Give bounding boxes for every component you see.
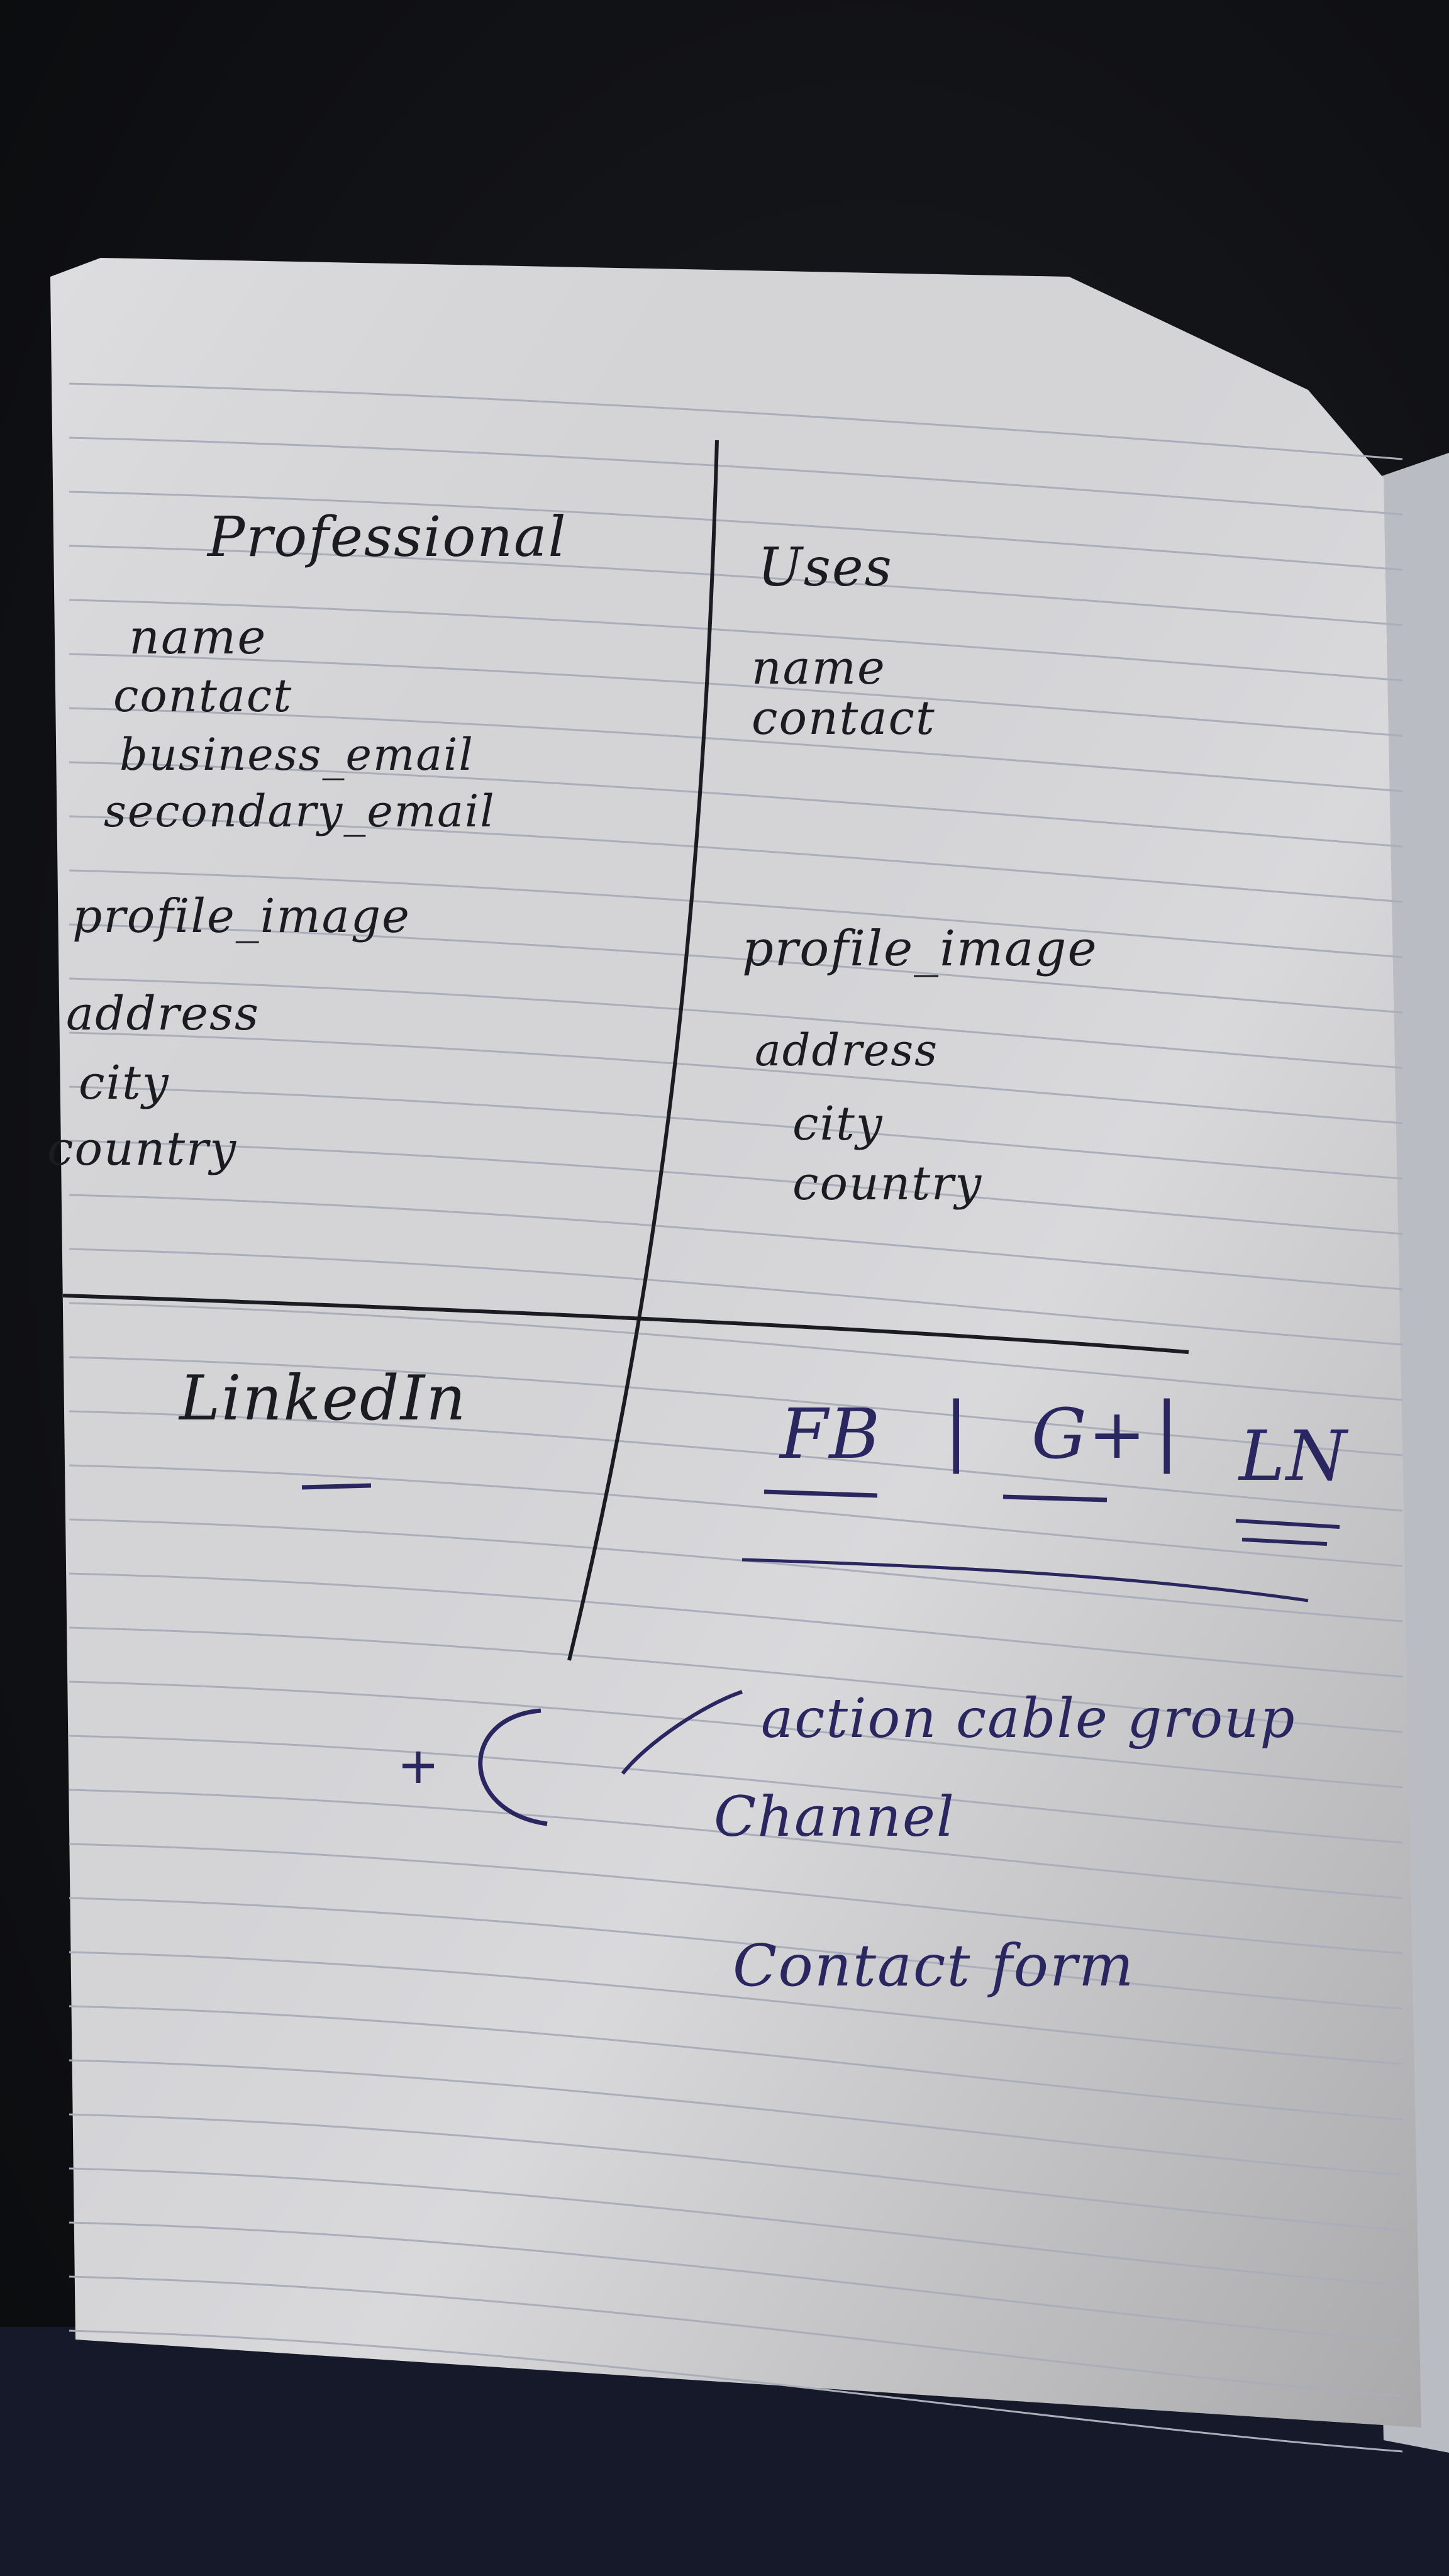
rule-line — [69, 1140, 1403, 1235]
right-platform-fb: FB — [780, 1394, 882, 1474]
rule-line — [69, 815, 1403, 903]
note-channel: Channel — [714, 1784, 956, 1849]
rule-line — [69, 1843, 1403, 1955]
column-divider — [567, 440, 719, 1661]
platform-separator-1: | — [943, 1387, 970, 1474]
rule-line — [69, 977, 1403, 1069]
right-field-address: address — [755, 1024, 939, 1076]
right-platform-ln: LN — [1239, 1416, 1348, 1496]
left-field-secondary-email: secondary_email — [104, 786, 496, 837]
rule-line — [69, 599, 1403, 682]
right-field-city: city — [792, 1097, 884, 1151]
rule-line — [69, 491, 1403, 571]
rule-line — [69, 2167, 1403, 2287]
rule-line — [69, 1518, 1403, 1623]
left-field-contact: contact — [113, 669, 293, 722]
rule-line — [69, 2059, 1403, 2176]
rule-line — [69, 545, 1403, 626]
note-contact-form: Contact form — [733, 1932, 1135, 1999]
rule-line — [69, 1356, 1403, 1457]
left-heading: Professional — [208, 504, 567, 569]
rule-line — [69, 923, 1403, 1014]
left-platform: LinkedIn — [179, 1363, 467, 1435]
rule-line — [69, 1735, 1403, 1844]
ln-underline — [1235, 1519, 1340, 1546]
rule-line — [69, 1085, 1403, 1180]
rule-line — [69, 1410, 1403, 1512]
rule-line — [69, 1626, 1403, 1733]
left-field-country: country — [47, 1122, 238, 1176]
rule-line — [69, 1302, 1403, 1401]
rule-line — [69, 761, 1403, 848]
left-field-name: name — [129, 609, 267, 665]
rule-lines — [69, 382, 1403, 2453]
left-field-city: city — [79, 1056, 170, 1110]
rule-line — [69, 1789, 1403, 1899]
rule-line — [69, 869, 1403, 958]
rule-line — [69, 2005, 1403, 2121]
plus-mark — [402, 1752, 434, 1783]
rule-line — [69, 2113, 1403, 2231]
platforms-underline — [741, 1558, 1309, 1602]
section-divider — [62, 1294, 1189, 1354]
right-field-country: country — [792, 1157, 983, 1211]
check-mark — [621, 1690, 743, 1775]
linkedin-underline — [301, 1483, 372, 1490]
fb-underline — [763, 1489, 878, 1498]
right-platform-gplus: G+ — [1031, 1394, 1148, 1474]
page-shading — [50, 258, 1421, 2428]
right-heading: Uses — [758, 536, 893, 598]
rule-line — [69, 1572, 1403, 1678]
gplus-underline — [1002, 1494, 1108, 1502]
rule-line — [69, 1031, 1403, 1124]
right-field-contact: contact — [752, 691, 936, 745]
rule-line — [69, 382, 1403, 460]
left-field-business-email: business_email — [119, 729, 474, 780]
rule-line — [69, 1248, 1403, 1346]
rule-line — [69, 1951, 1403, 2065]
left-field-address: address — [66, 987, 260, 1041]
right-field-name: name — [752, 641, 886, 695]
rule-line — [69, 1194, 1403, 1291]
rule-line — [69, 2275, 1403, 2397]
rule-line — [69, 1897, 1403, 2010]
note-action-cable: action cable group — [761, 1687, 1296, 1750]
rule-line — [69, 707, 1403, 792]
platform-separator-2: | — [1154, 1387, 1181, 1474]
rule-line — [69, 436, 1403, 516]
rule-line — [69, 1464, 1403, 1567]
bracket-mark — [478, 1708, 548, 1826]
left-field-profile-image: profile_image — [72, 889, 411, 943]
rule-line — [69, 1680, 1403, 1789]
rule-line — [69, 2329, 1403, 2453]
rule-line — [69, 653, 1403, 737]
rule-line — [69, 2221, 1403, 2342]
right-field-profile-image: profile_image — [742, 921, 1098, 977]
